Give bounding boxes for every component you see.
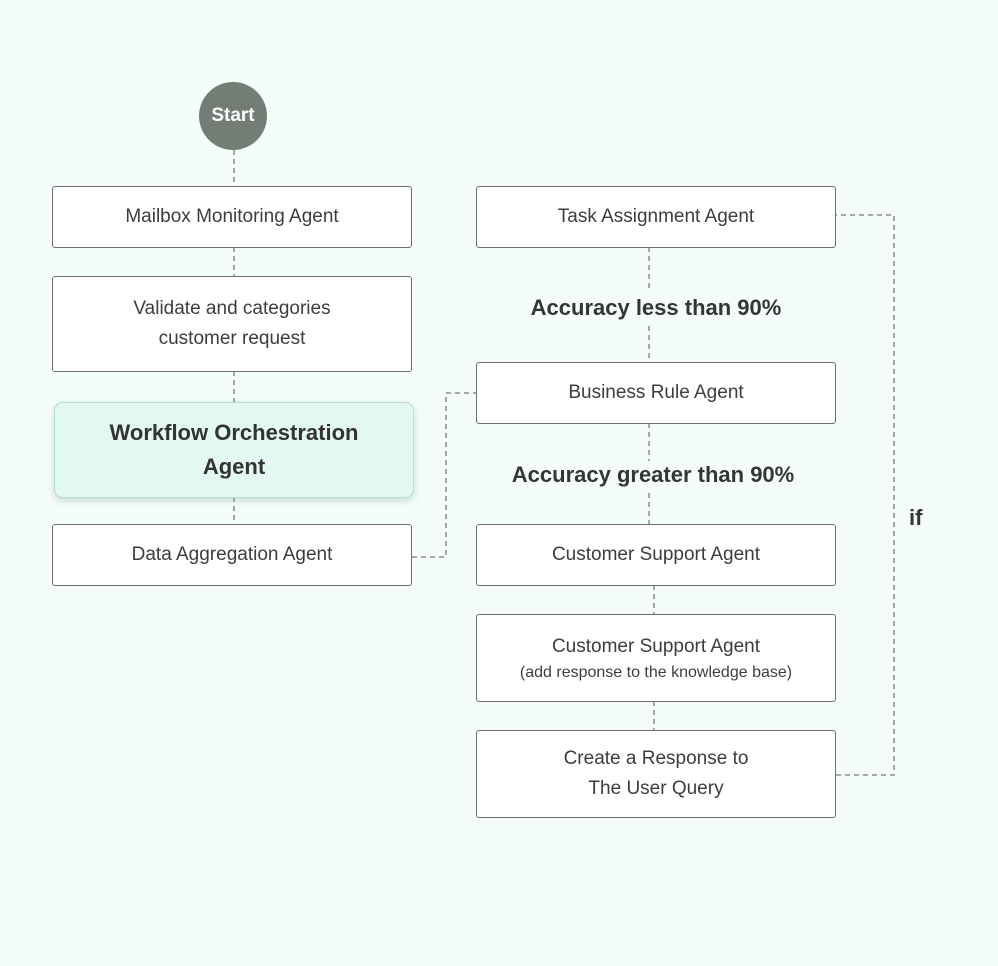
start-label: Start — [211, 105, 255, 126]
node-label: Data Aggregation Agent — [131, 544, 333, 565]
data-aggregation-agent-node: Data Aggregation Agent — [52, 524, 412, 586]
node-label: Task Assignment Agent — [557, 206, 755, 227]
business-rule-agent-node: Business Rule Agent — [476, 362, 836, 424]
task-assignment-agent-node: Task Assignment Agent — [476, 186, 836, 248]
condition-if-label: if — [909, 505, 923, 530]
node-label: Business Rule Agent — [568, 382, 744, 403]
node-label-line-1: Workflow Orchestration — [109, 420, 359, 445]
mailbox-monitoring-agent-node: Mailbox Monitoring Agent — [52, 186, 412, 248]
customer-support-agent-node: Customer Support Agent — [476, 524, 836, 586]
condition-accuracy-less: Accuracy less than 90% — [530, 295, 782, 320]
node-label-line-2: Agent — [202, 454, 266, 479]
node-label-line-1: Validate and categories — [133, 298, 331, 319]
condition-accuracy-greater: Accuracy greater than 90% — [511, 462, 795, 487]
node-label: Customer Support Agent — [551, 636, 761, 657]
customer-support-kb-agent-node: Customer Support Agent (add response to … — [476, 614, 836, 702]
workflow-orchestration-agent-node: Workflow Orchestration Agent — [54, 402, 414, 498]
node-label: Mailbox Monitoring Agent — [125, 206, 339, 227]
start-node: Start — [199, 82, 267, 150]
node-label-line-2: The User Query — [588, 778, 724, 799]
validate-categories-node: Validate and categories customer request — [52, 276, 412, 372]
node-label-line-1: Create a Response to — [563, 748, 749, 769]
node-label-line-2: customer request — [158, 328, 306, 349]
node-label: Customer Support Agent — [551, 544, 761, 565]
connector-loop-response-task — [836, 214, 895, 776]
create-response-node: Create a Response to The User Query — [476, 730, 836, 818]
node-sublabel: (add response to the knowledge base) — [519, 664, 793, 681]
